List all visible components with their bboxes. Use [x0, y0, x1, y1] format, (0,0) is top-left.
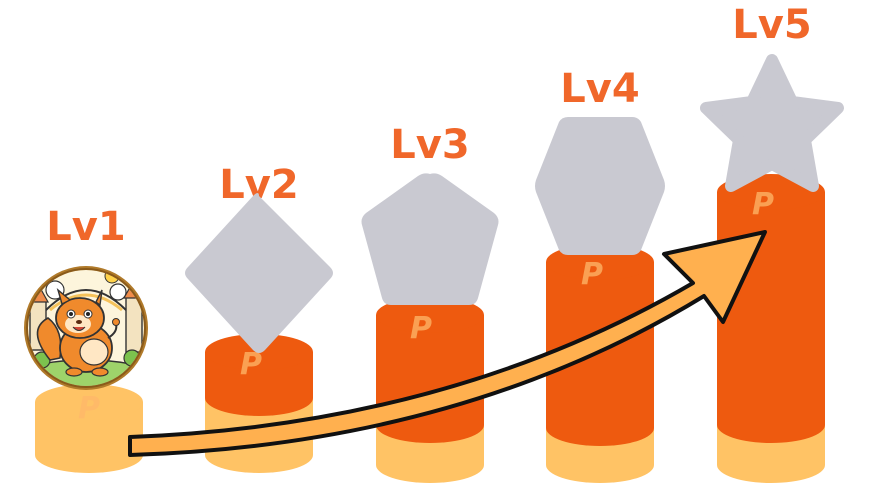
p-coin-icon: P	[240, 347, 262, 382]
hexagon-badge-icon	[535, 117, 665, 255]
level-4-coin-stack: P	[546, 244, 654, 483]
squirrel-mascot-icon	[24, 266, 148, 390]
level-1-label: Lv1	[46, 204, 125, 250]
level-3-label: Lv3	[390, 122, 469, 168]
pentagon-badge-icon	[361, 173, 499, 305]
p-coin-icon: P	[78, 391, 100, 426]
level-2-coin-stack: P	[205, 334, 313, 473]
level-4-label: Lv4	[560, 66, 639, 112]
diamond-badge-icon	[185, 193, 333, 353]
level-5-label: Lv5	[732, 2, 811, 48]
p-coin-icon: P	[581, 257, 603, 292]
star-badge-icon	[700, 54, 844, 192]
p-coin-icon: P	[752, 187, 774, 222]
level-1-coin-stack: P	[35, 384, 143, 473]
growth-arrow-icon	[128, 230, 767, 457]
p-coin-icon: P	[410, 311, 432, 346]
level-5-coin-stack: P	[717, 174, 825, 483]
